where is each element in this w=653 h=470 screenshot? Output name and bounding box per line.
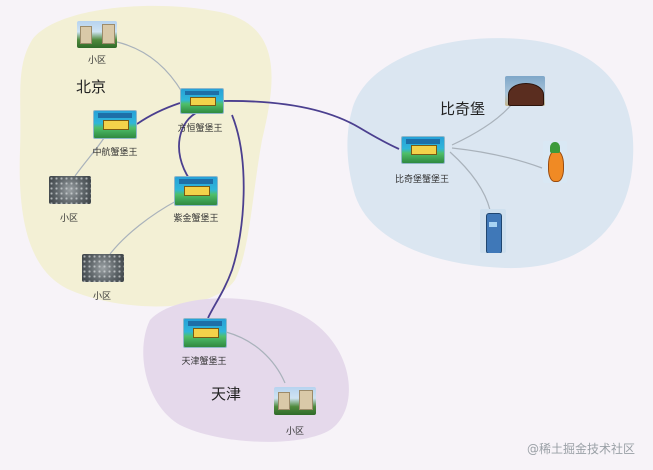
- node-label-tianjin-shop: 天津蟹堡王: [181, 357, 227, 367]
- residential-image[interactable]: [77, 21, 117, 48]
- node-label-zijin: 紫金蟹堡王: [173, 214, 219, 224]
- burger-shop-image[interactable]: [174, 176, 218, 206]
- region-label-bikini: 比奇堡: [440, 100, 486, 118]
- burger-shop-image[interactable]: [93, 110, 137, 139]
- node-label-fangheng: 方恒蟹堡王: [177, 124, 223, 134]
- edge-xiaoqu-fangheng: [116, 41, 183, 93]
- tiki-house-image[interactable]: [480, 209, 506, 253]
- pineapple-house-image[interactable]: [543, 141, 567, 183]
- node-label-xiaoqu-bottom: 小区: [92, 292, 112, 302]
- aerial-residential-image[interactable]: [82, 254, 124, 282]
- burger-shop-image[interactable]: [183, 318, 227, 348]
- rock-house-image[interactable]: [505, 76, 545, 106]
- edge-tianjin-xiaoqu: [225, 331, 286, 384]
- node-label-xiaoqu-left: 小区: [59, 214, 79, 224]
- beijing-region: [19, 5, 272, 307]
- node-label-xiaoqu-top: 小区: [87, 56, 107, 66]
- edge-bikini-rock: [451, 103, 513, 146]
- node-label-bikini-shop: 比奇堡蟹堡王: [394, 175, 450, 185]
- bikini-region: [347, 38, 634, 269]
- edge-zhonghang-xiaoqu: [74, 137, 105, 177]
- edge-fangheng-zhonghang: [136, 102, 181, 125]
- burger-shop-image[interactable]: [401, 136, 445, 164]
- residential-image[interactable]: [274, 387, 316, 415]
- edge-bikini-tiki: [449, 151, 491, 211]
- edge-fangheng-zijin: [178, 111, 199, 181]
- edge-zijin-xiaoqu: [109, 199, 179, 255]
- tianjin-region: [143, 298, 349, 442]
- burger-shop-image[interactable]: [180, 88, 224, 114]
- edge-bikini-pineapple: [451, 147, 543, 169]
- region-label-beijing: 北京: [76, 78, 107, 96]
- node-label-xiaoqu-tianjin: 小区: [285, 427, 305, 437]
- node-label-zhonghang: 中航蟹堡王: [92, 148, 138, 158]
- aerial-residential-image[interactable]: [49, 176, 91, 204]
- region-label-tianjin: 天津: [211, 385, 242, 403]
- watermark: @稀土掘金技术社区: [526, 442, 635, 456]
- edge-fangheng-bikini: [221, 100, 400, 150]
- edge-fangheng-tianjin: [207, 114, 245, 319]
